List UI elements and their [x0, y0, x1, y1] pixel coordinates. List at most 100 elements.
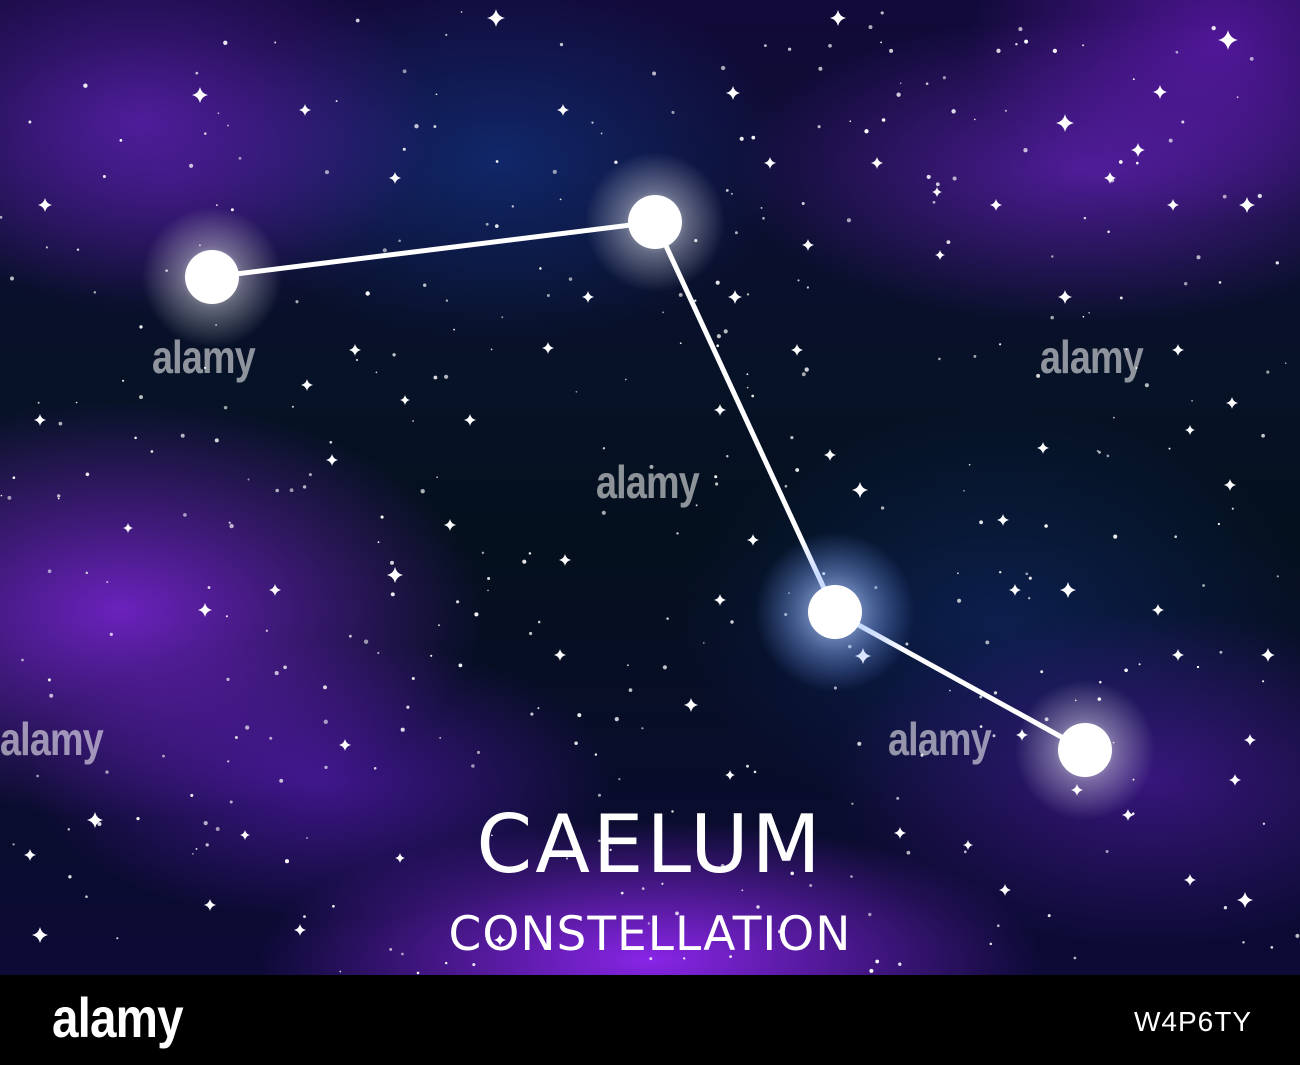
- sparkle-star: [494, 934, 506, 946]
- background-star: [1088, 311, 1090, 314]
- background-star: [529, 631, 533, 636]
- background-star: [790, 436, 794, 440]
- background-star: [797, 279, 800, 282]
- background-star: [1004, 109, 1007, 112]
- background-star: [37, 401, 40, 404]
- background-star: [0, 494, 3, 497]
- background-star: [460, 11, 463, 13]
- background-star: [614, 717, 619, 722]
- background-star: [801, 372, 806, 377]
- background-star: [274, 41, 277, 44]
- background-star: [539, 267, 542, 270]
- background-star: [324, 170, 330, 175]
- background-star: [10, 276, 14, 281]
- background-star: [284, 859, 290, 864]
- background-star: [795, 468, 800, 472]
- background-star: [195, 71, 199, 75]
- background-star: [279, 778, 284, 783]
- background-star: [1036, 373, 1041, 378]
- background-star: [880, 11, 884, 15]
- main-star: [185, 250, 239, 304]
- background-star: [542, 944, 545, 947]
- background-star: [849, 120, 852, 123]
- background-star: [720, 65, 726, 71]
- background-star: [436, 476, 438, 479]
- sparkle-star: [852, 482, 868, 498]
- background-star: [996, 48, 1001, 53]
- background-star: [559, 198, 562, 201]
- sparkle-star: [1224, 479, 1236, 491]
- background-star: [1028, 597, 1031, 600]
- background-star: [150, 450, 154, 453]
- background-star: [134, 436, 137, 440]
- sparkle-star: [1153, 85, 1167, 99]
- background-star: [641, 887, 645, 891]
- background-star: [382, 248, 387, 253]
- main-star: [808, 585, 862, 639]
- background-star: [591, 121, 594, 124]
- sparkle-star: [1229, 774, 1241, 786]
- background-star: [746, 386, 749, 389]
- sparkle-star: [400, 395, 410, 405]
- background-star: [389, 947, 393, 951]
- background-star: [116, 937, 119, 940]
- background-star: [764, 44, 767, 47]
- background-star: [778, 929, 782, 934]
- background-star: [203, 366, 207, 369]
- sparkle-star: [1218, 30, 1238, 50]
- background-star: [574, 741, 578, 746]
- background-star: [730, 620, 734, 624]
- background-star: [139, 395, 143, 400]
- background-star: [348, 634, 352, 638]
- background-star: [1218, 281, 1222, 284]
- sparkle-star: [684, 698, 698, 712]
- background-star: [203, 821, 208, 826]
- background-star: [332, 904, 335, 908]
- background-star: [726, 454, 729, 458]
- background-star: [751, 135, 756, 140]
- background-star: [787, 47, 792, 51]
- background-star: [93, 291, 97, 294]
- sparkle-star: [389, 172, 401, 184]
- sparkle-star: [582, 291, 594, 303]
- background-star: [925, 82, 929, 86]
- background-star: [308, 473, 312, 477]
- background-star: [1262, 822, 1266, 825]
- background-star: [471, 764, 475, 768]
- background-star: [12, 476, 16, 480]
- background-star: [416, 971, 420, 975]
- background-star: [528, 552, 532, 555]
- background-star: [398, 239, 401, 243]
- background-star: [963, 850, 967, 854]
- background-star: [806, 286, 810, 289]
- background-star: [675, 911, 679, 916]
- background-star: [609, 848, 612, 852]
- background-star: [474, 612, 479, 617]
- sparkle-star: [791, 344, 803, 356]
- background-star: [864, 129, 869, 134]
- background-star: [68, 875, 72, 879]
- sparkle-star: [557, 104, 569, 116]
- background-star: [323, 685, 327, 690]
- background-stars: [0, 11, 1300, 975]
- sparkle-star: [464, 414, 476, 426]
- background-star: [875, 959, 880, 964]
- background-star: [662, 311, 665, 314]
- background-star: [537, 620, 541, 624]
- sparkle-star: [1060, 582, 1076, 598]
- background-star: [851, 802, 854, 805]
- background-star: [568, 277, 573, 281]
- background-star: [957, 598, 962, 603]
- background-star: [1023, 148, 1028, 153]
- background-star: [390, 560, 394, 565]
- background-star: [225, 615, 228, 618]
- background-star: [1135, 366, 1138, 370]
- sparkle-star: [1261, 648, 1275, 662]
- background-star: [702, 642, 705, 644]
- sparkle-star: [714, 594, 726, 606]
- background-star: [896, 796, 900, 800]
- sparkle-star: [299, 104, 311, 116]
- background-star: [868, 25, 873, 30]
- background-star: [47, 678, 51, 682]
- background-star: [269, 736, 273, 740]
